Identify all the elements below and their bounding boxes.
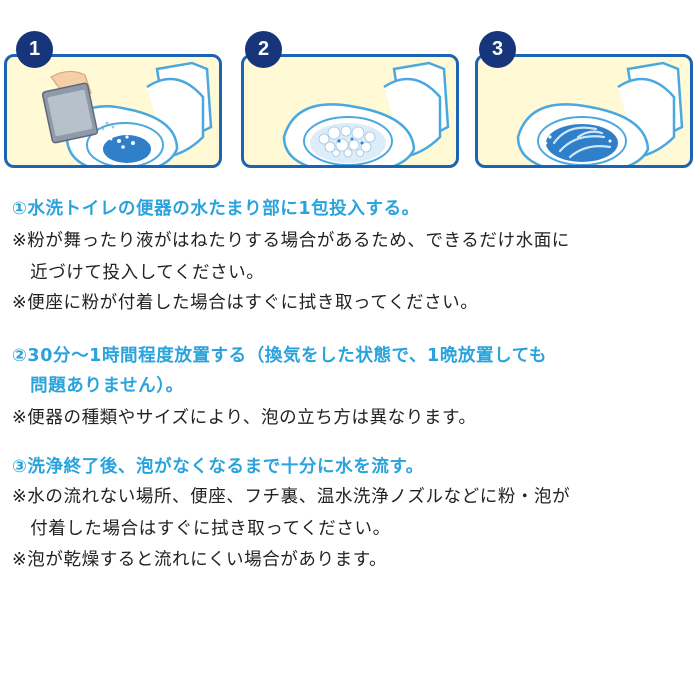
- step-3-panel: [475, 54, 693, 168]
- step-1-number: 1: [28, 38, 41, 60]
- step-1-note-2: ※便座に粉が付着した場合はすぐに拭き取ってください。: [12, 293, 479, 313]
- step-1-heading: ①水洗トイレの便器の水たまり部に1包投入する。: [12, 199, 420, 219]
- toilet-powder-illustration: [41, 61, 213, 165]
- step-2-heading-line-1: ②30分〜1時間程度放置する（換気をした状態で、1晩放置しても: [12, 346, 548, 366]
- step-3-number: 3: [491, 38, 504, 60]
- step-2-panel: [241, 54, 459, 168]
- step-1-panel: [4, 54, 222, 168]
- step-2-heading-line-2: 問題ありません）。: [12, 376, 184, 396]
- step-1-badge: 1: [16, 31, 53, 68]
- step-2-note-1: ※便器の種類やサイズにより、泡の立ち方は異なります。: [12, 408, 477, 428]
- step-1-note-1-line-2: 近づけて投入してください。: [12, 263, 265, 283]
- step-3-note-2: ※泡が乾燥すると流れにくい場合があります。: [12, 550, 388, 570]
- toilet-flush-illustration: [516, 61, 684, 165]
- toilet-foam-illustration: [282, 61, 450, 165]
- step-3-note-1-line-2: 付着した場合はすぐに拭き取ってください。: [12, 519, 391, 539]
- step-3-note-1-line-1: ※水の流れない場所、便座、フチ裏、温水洗浄ノズルなどに粉・泡が: [12, 487, 571, 507]
- step-3-badge: 3: [479, 31, 516, 68]
- step-1-note-1-line-1: ※粉が舞ったり液がはねたりする場合があるため、できるだけ水面に: [12, 231, 570, 251]
- step-2-number: 2: [257, 38, 270, 60]
- step-3-heading: ③洗浄終了後、泡がなくなるまで十分に水を流す。: [12, 457, 424, 477]
- step-2-badge: 2: [245, 31, 282, 68]
